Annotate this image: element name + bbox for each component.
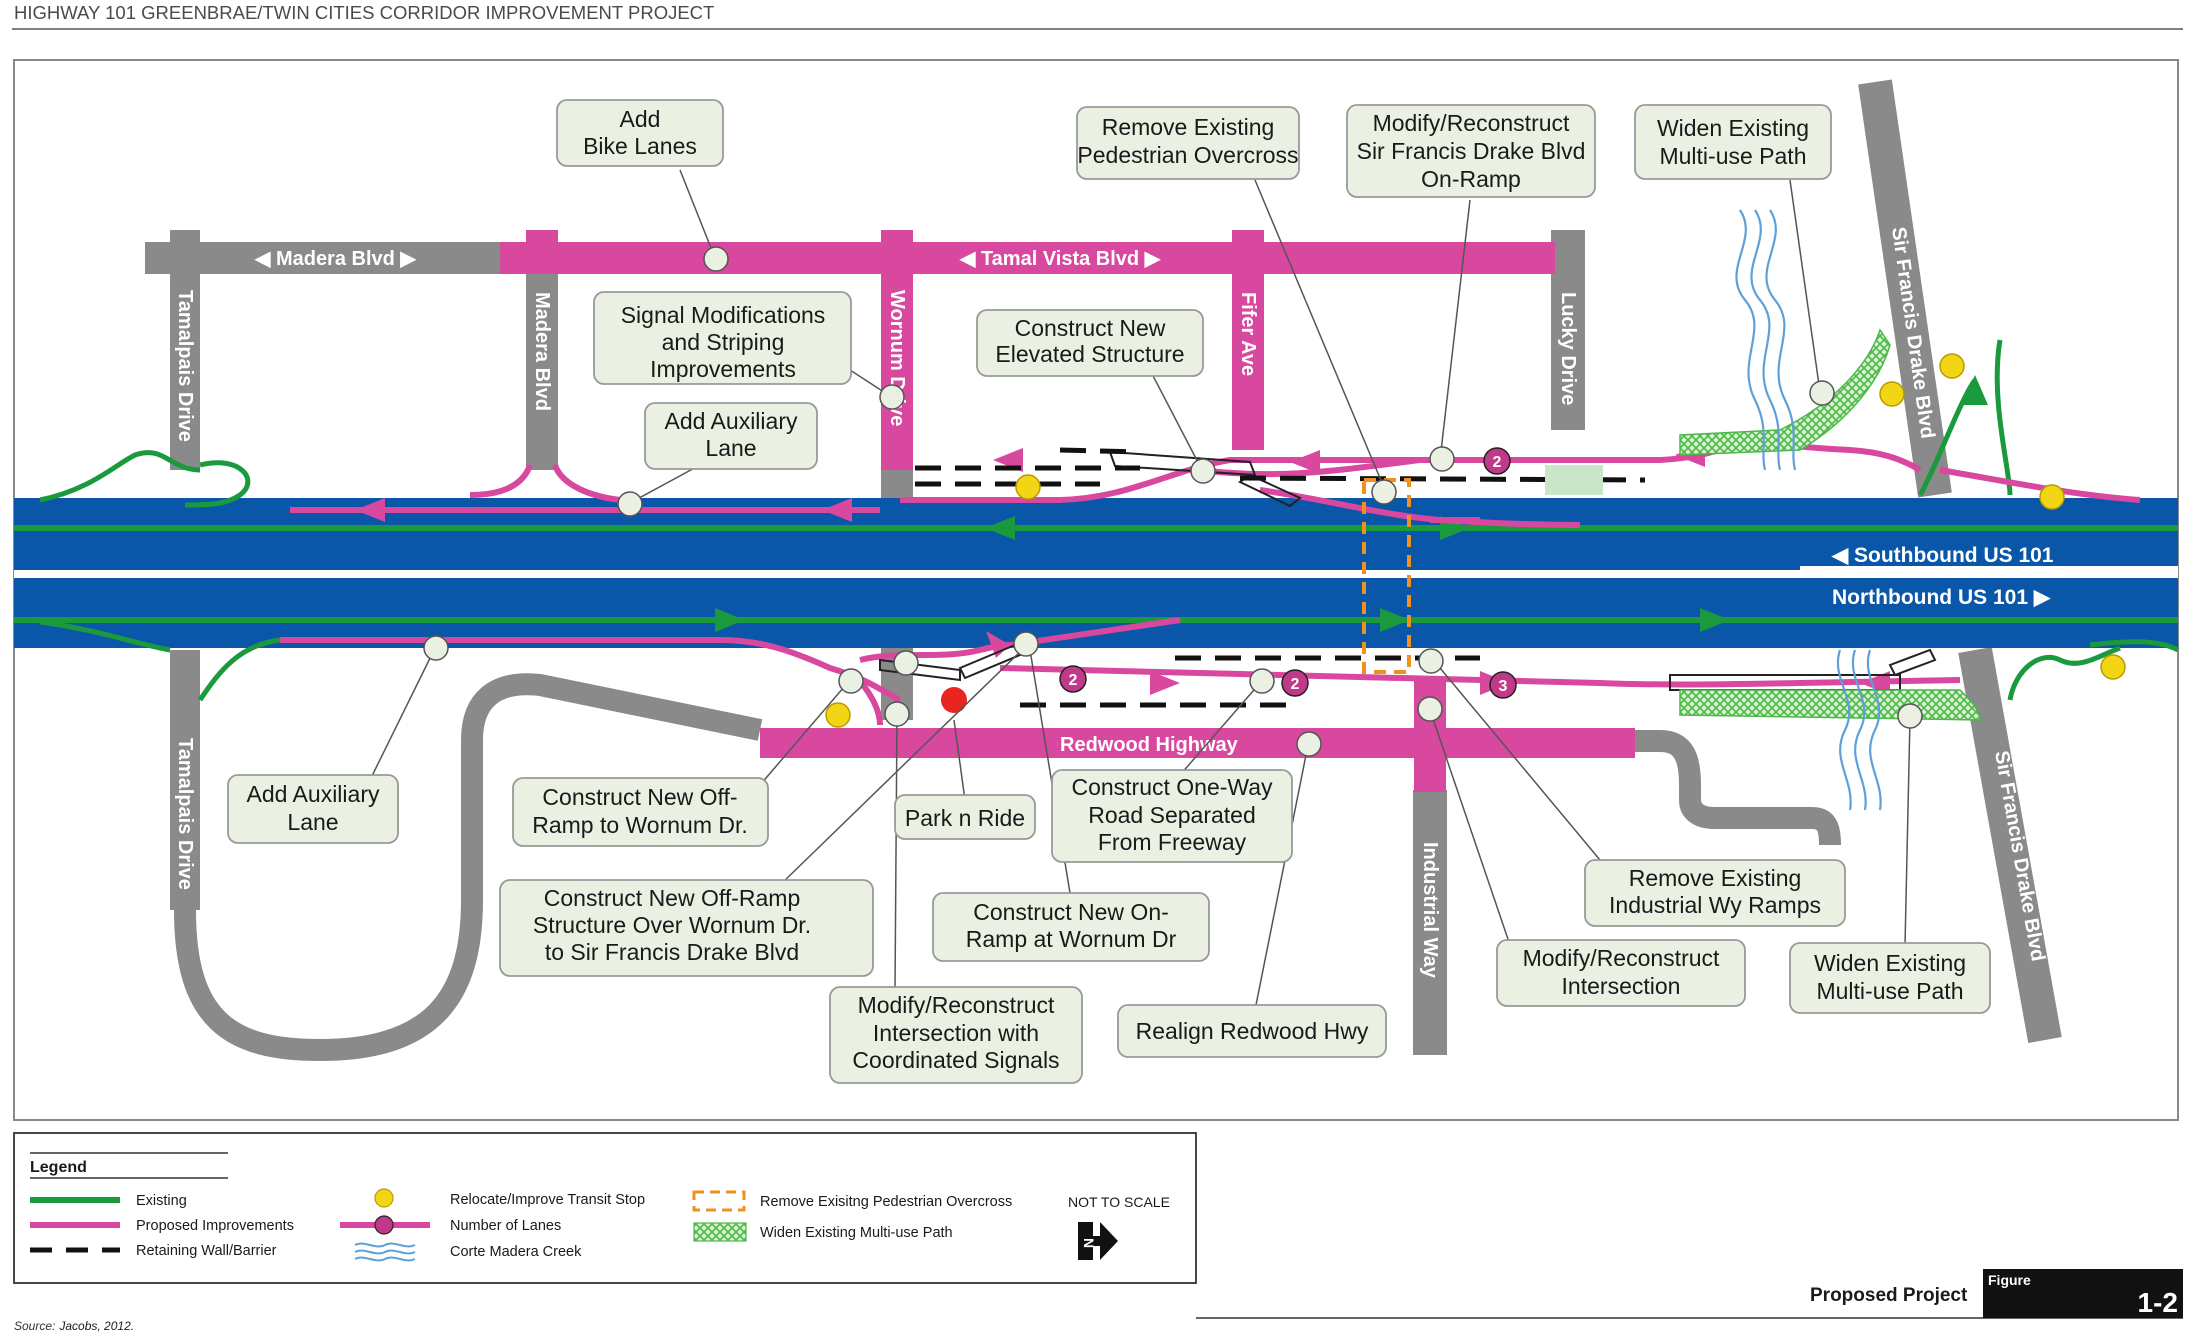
sfd-green-arrow [1962, 375, 1988, 405]
label-madera-blvd-h: ◀ Madera Blvd ▶ [254, 248, 417, 270]
callout-onramp-wornum: Construct New On-Ramp at Wornum Dr [932, 892, 1210, 962]
callout-realign: Realign Redwood Hwy [1117, 1004, 1387, 1058]
legend-overcross: Remove Exisitng Pedestrian Overcross [760, 1194, 1012, 1210]
svg-text:3: 3 [1499, 678, 1508, 695]
label-lucky: Lucky Drive [1557, 292, 1579, 405]
lucky-pedestrian-patch [1545, 465, 1603, 495]
label-southbound: ◀ Southbound US 101 [1831, 544, 2054, 567]
svg-text:Park n Ride: Park n Ride [905, 805, 1025, 831]
legend-title: Legend [30, 1159, 87, 1176]
lane-marker: 2 [1281, 669, 1309, 697]
svg-text:Realign Redwood Hwy: Realign Redwood Hwy [1136, 1018, 1369, 1044]
svg-text:2: 2 [1493, 454, 1502, 471]
label-industrial: Industrial Way [1419, 842, 1441, 979]
svg-text:Construct New On-Ramp at Wornu: Construct New On-Ramp at Wornum Dr [966, 899, 1177, 952]
park-n-ride-marker [941, 687, 967, 713]
legend-lanes: Number of Lanes [450, 1218, 561, 1234]
lane-marker: 2 [1483, 447, 1511, 475]
lane-count-markers: 2 2 2 3 [1059, 447, 1517, 699]
figure-caption: Proposed Project [1810, 1285, 1968, 1306]
figure-label: Figure [1988, 1272, 2031, 1288]
label-fifer: Fifer Ave [1237, 292, 1259, 376]
existing-lanes [14, 525, 2178, 623]
transit-stops [825, 353, 2126, 728]
label-tamalpais-top: Tamalpais Drive [174, 290, 196, 442]
figure-box [1983, 1269, 2183, 1318]
legend-scale: NOT TO SCALE [1068, 1194, 1170, 1210]
legend-existing: Existing [136, 1193, 187, 1209]
callout-anchors [423, 246, 1923, 757]
legend-proposed: Proposed Improvements [136, 1218, 294, 1234]
freeway-median [14, 570, 2178, 578]
label-tamal-vista: ◀ Tamal Vista Blvd ▶ [959, 248, 1162, 270]
lane-marker: 3 [1489, 671, 1517, 699]
southbound-label-bar [1800, 566, 2178, 570]
legend-creek: Corte Madera Creek [450, 1244, 582, 1260]
legend-wall: Retaining Wall/Barrier [136, 1243, 277, 1259]
callout-offramp-wornum: Construct New Off-Ramp to Wornum Dr. [512, 777, 769, 847]
label-northbound: Northbound US 101 ▶ [1832, 586, 2051, 609]
lane-marker: 2 [1059, 665, 1087, 693]
southbound-label-plate [1800, 540, 2178, 570]
freeway-northbound [14, 578, 2178, 648]
svg-text:Construct New Off-Ramp to Worn: Construct New Off-Ramp to Wornum Dr. [532, 784, 748, 838]
svg-text:2: 2 [1069, 672, 1078, 689]
north-arrow-icon: N [1078, 1222, 1118, 1260]
corte-madera-creek [1735, 209, 1882, 811]
label-redwood: Redwood Highway [1060, 734, 1239, 756]
callout-park-ride: Park n Ride [894, 794, 1036, 840]
pink-roads [500, 230, 1635, 792]
legend-transit: Relocate/Improve Transit Stop [450, 1192, 645, 1208]
multiuse-path-bottom [1679, 689, 1981, 721]
madera-blvd-h-road [145, 242, 500, 274]
label-madera-blvd-v: Madera Blvd [531, 292, 553, 411]
north-arrow-label: N [1081, 1238, 1097, 1248]
svg-text:2: 2 [1291, 676, 1300, 693]
figure-number: 1-2 [2138, 1287, 2178, 1318]
header-title: HIGHWAY 101 GREENBRAE/TWIN CITIES CORRID… [14, 2, 714, 23]
label-tamalpais-bottom: Tamalpais Drive [174, 738, 196, 890]
legend-path: Widen Existing Multi-use Path [760, 1225, 953, 1241]
legend: Legend Existing Proposed Improvements Re… [13, 1132, 1197, 1284]
source-line: Source:Jacobs, 2012. [14, 1319, 134, 1333]
